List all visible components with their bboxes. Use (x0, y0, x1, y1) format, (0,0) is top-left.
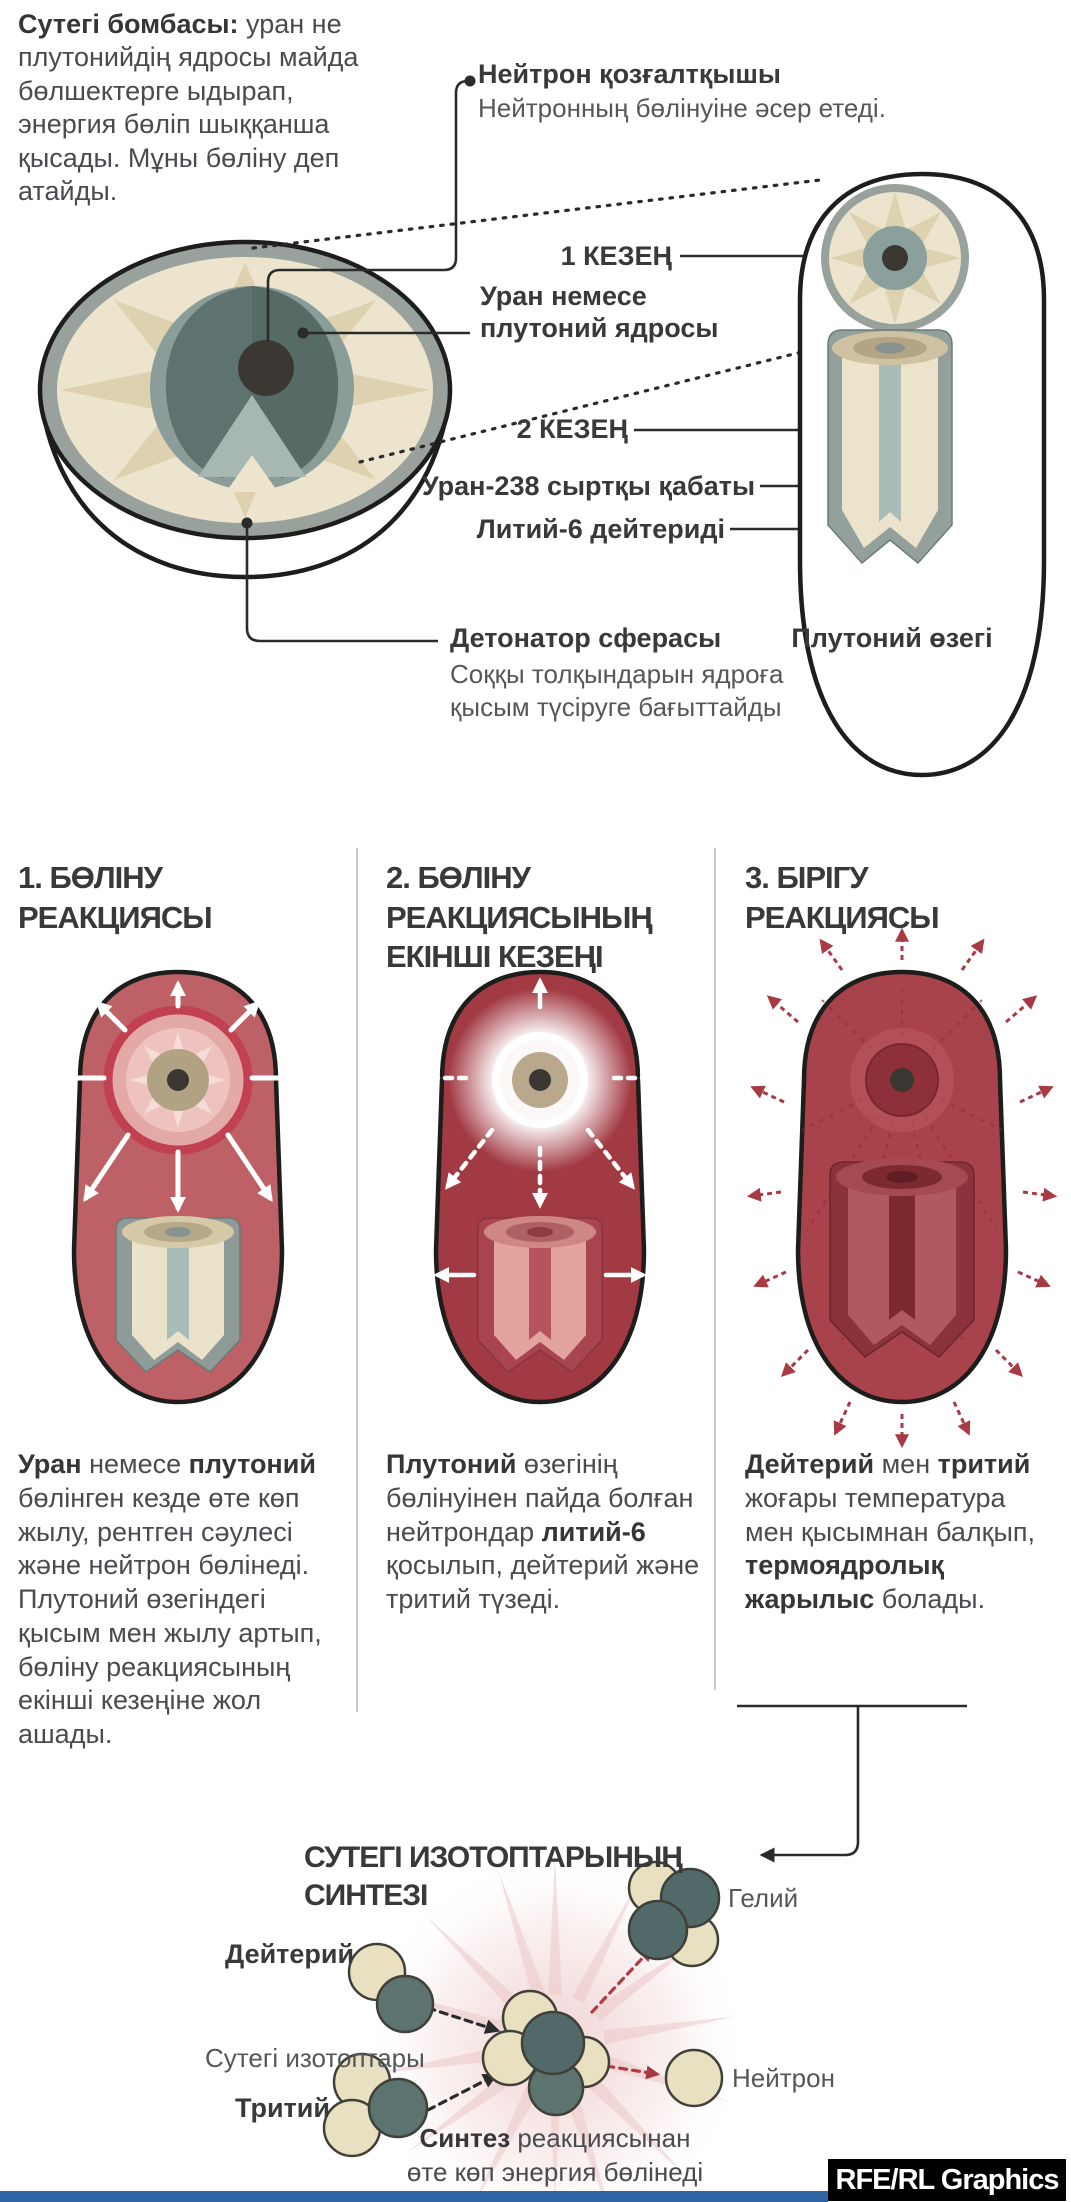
footer-blue-bar (0, 2191, 828, 2202)
helium-cluster (627, 1860, 721, 1968)
stage3-heading: 3. БІРІГУ РЕАКЦИЯСЫ (745, 860, 940, 935)
stage2-paragraph: Плутоний өзегінің бөлінуінен пайда болға… (386, 1449, 700, 1614)
stage1-paragraph: Уран немесе плутоний бөлінген кезде өте … (18, 1449, 322, 1749)
stage2-heading: 2. БӨЛІНУ РЕАКЦИЯСЫНЫҢ ЕКІНШІ КЕЗЕҢІ (386, 860, 653, 975)
stage2-capsule-art (421, 969, 659, 1405)
fusion-caption-line1: Синтез реакциясынан (419, 2123, 691, 2153)
lithium-label: Литий-6 дейтериді (476, 514, 725, 544)
stage1-capsule-art (61, 969, 295, 1405)
neutron-particle (664, 2048, 724, 2108)
tritium-cluster (322, 2052, 429, 2158)
tritium-label: Тритий (235, 2093, 330, 2123)
detonator-sphere-art (37, 239, 453, 580)
column-divider-2 (714, 848, 716, 1690)
stage1-label: 1 КЕЗЕҢ (560, 241, 672, 271)
fusion-title: СУТЕГІ ИЗОТОПТАРЫНЫҢ СИНТЕЗІ (304, 1841, 683, 1913)
core-label: Уран немесе плутоний ядросы (480, 281, 719, 344)
intro-paragraph: Сутегі бомбасы: уран не плутонийдің ядро… (18, 9, 359, 207)
fusion-art (322, 1850, 750, 2202)
column-divider-1 (356, 848, 358, 1712)
stage1-heading: 1. БӨЛІНУ РЕАКЦИЯСЫ (18, 860, 213, 935)
uranium-layer-label: Уран-238 сыртқы қабаты (421, 471, 755, 501)
stage3-capsule-art (746, 927, 1058, 1449)
warhead-capsule-art (797, 171, 1047, 778)
detonator-label: Детонатор сферасы (450, 623, 722, 653)
neutron-trigger-desc: Нейтронның бөлінуіне әсер етеді. (478, 93, 886, 123)
neutron-trigger-label: Нейтрон қозғалтқышы (478, 59, 781, 89)
credit-badge: RFE/RL Graphics (828, 2159, 1066, 2201)
detonator-desc: Соққы толқындарын ядроға қысым түсіруге … (450, 659, 784, 722)
deuterium-label: Дейтерий (225, 1939, 355, 1969)
plutonium-core-label: Плутоний өзегі (791, 623, 993, 653)
deuterium-cluster (347, 1942, 435, 2034)
fusion-connector (737, 1704, 967, 1863)
fusion-caption-line2: өте көп энергия бөлінеді (406, 2157, 704, 2187)
neutron-label: Нейтрон (732, 2063, 835, 2093)
isotopes-label: Сутегі изотоптары (205, 2043, 425, 2073)
helium-label: Гелий (728, 1883, 799, 1913)
dotted-connectors (251, 178, 832, 464)
central-cluster (481, 1989, 611, 2117)
stage3-paragraph: Дейтерий мен тритий жоғары температура м… (745, 1449, 1035, 1614)
stage2-label: 2 КЕЗЕҢ (516, 414, 628, 444)
